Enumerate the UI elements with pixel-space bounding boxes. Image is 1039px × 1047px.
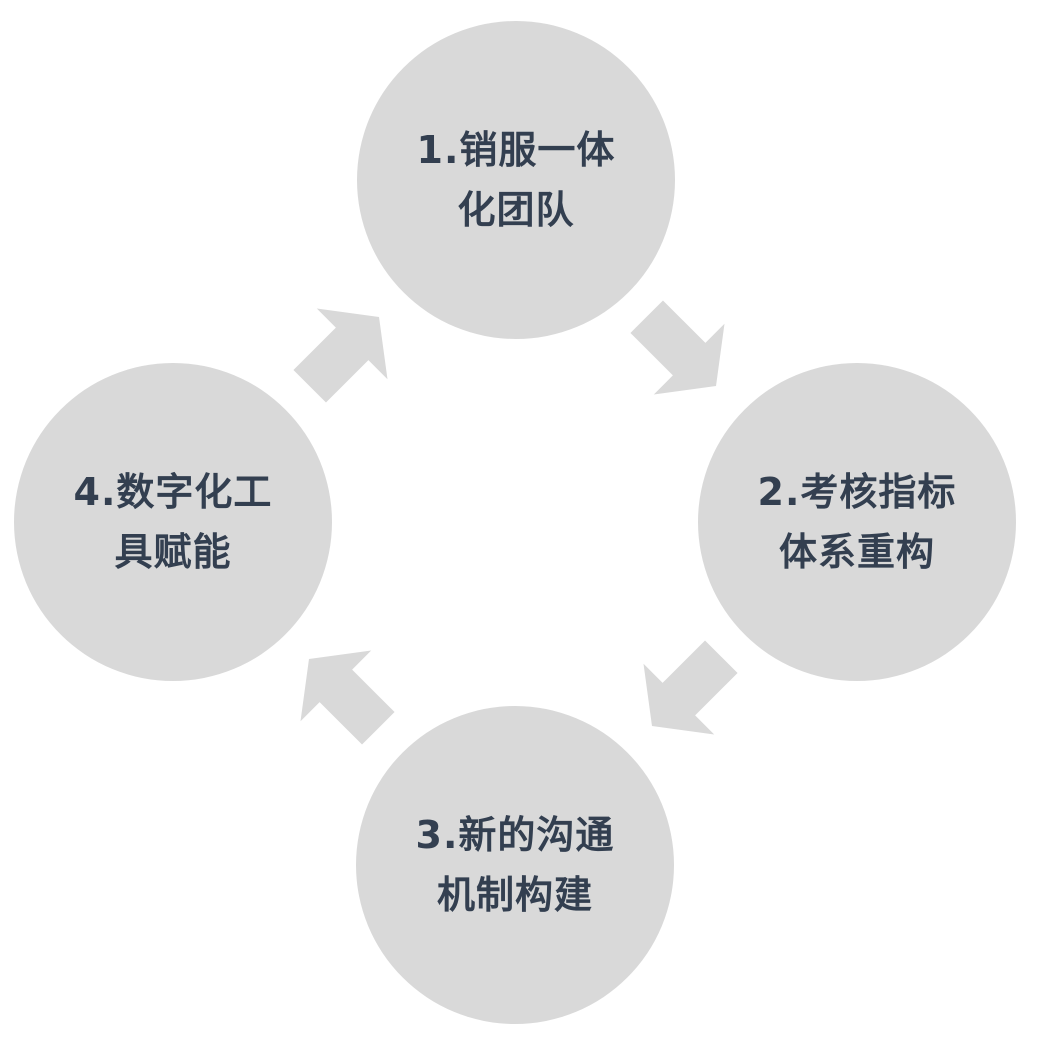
node-label-line: 1.销服一体 bbox=[416, 128, 616, 172]
arrow-4-to-1 bbox=[293, 308, 388, 403]
node-label-line: 4.数字化工 bbox=[73, 470, 273, 514]
arrow-3-to-4 bbox=[300, 650, 395, 745]
node-label-line: 化团队 bbox=[457, 188, 575, 232]
node-label-line: 体系重构 bbox=[778, 530, 935, 574]
arrow-shape bbox=[643, 640, 738, 735]
node-label-line: 机制构建 bbox=[436, 873, 593, 917]
arrow-shape bbox=[293, 308, 388, 403]
arrow-1-to-2 bbox=[630, 300, 725, 395]
node-label-line: 2.考核指标 bbox=[757, 470, 957, 514]
arrow-shape bbox=[630, 300, 725, 395]
arrow-2-to-3 bbox=[643, 640, 738, 735]
arrow-shape bbox=[300, 650, 395, 745]
cycle-node-digital-tools: 4.数字化工 具赋能 bbox=[14, 363, 332, 681]
cycle-node-sales-service-team: 1.销服一体 化团队 bbox=[357, 21, 675, 339]
cycle-node-assessment-system: 2.考核指标 体系重构 bbox=[698, 363, 1016, 681]
node-label-line: 具赋能 bbox=[114, 530, 232, 574]
node-label-line: 3.新的沟通 bbox=[415, 813, 615, 857]
cycle-node-communication-mechanism: 3.新的沟通 机制构建 bbox=[356, 706, 674, 1024]
